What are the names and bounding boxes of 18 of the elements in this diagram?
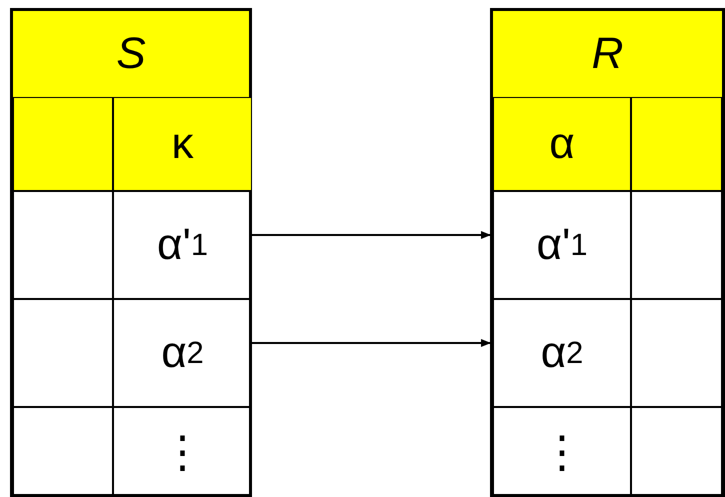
table-cell: ⋮ bbox=[493, 407, 631, 497]
table-cell: ⋮ bbox=[113, 407, 252, 497]
table-cell bbox=[631, 97, 722, 191]
table-cell bbox=[13, 97, 113, 191]
arrow bbox=[252, 339, 491, 347]
table bbox=[10, 8, 252, 497]
table bbox=[490, 8, 725, 497]
column-header: κ bbox=[113, 97, 252, 191]
table-title: S bbox=[13, 11, 249, 98]
arrow bbox=[252, 231, 491, 239]
column-header: α bbox=[493, 97, 631, 191]
table-cell bbox=[13, 191, 113, 299]
table-cell bbox=[631, 407, 722, 497]
table-cell bbox=[13, 407, 113, 497]
table-cell bbox=[13, 299, 113, 407]
table-title: R bbox=[493, 11, 722, 98]
table-cell bbox=[631, 299, 722, 407]
table-cell bbox=[631, 191, 722, 299]
